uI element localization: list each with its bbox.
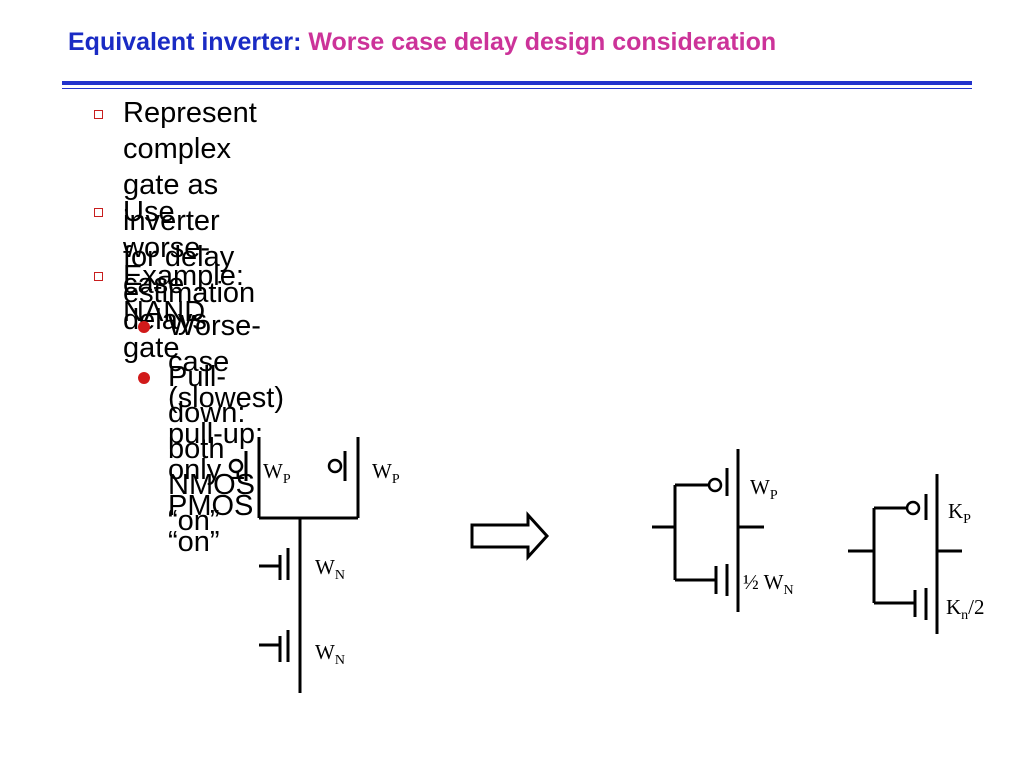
nmos-width-label: WN bbox=[315, 640, 345, 668]
sub-bullet-text: Worse-case (slowest) pull-up: only 1 PMO… bbox=[168, 310, 285, 558]
round-bullet-icon bbox=[138, 321, 150, 333]
title-rule-thick bbox=[62, 81, 972, 85]
title-main: Equivalent inverter: bbox=[68, 28, 302, 56]
nmos-transistor-top bbox=[259, 545, 302, 628]
square-bullet-icon bbox=[94, 272, 103, 281]
square-bullet-icon bbox=[94, 208, 103, 217]
nmos-width-label: ½ WN bbox=[743, 570, 794, 598]
sub-bullet-text: Pull-down: both NMOS “on” bbox=[168, 361, 255, 537]
pmos-k-label: KP bbox=[948, 499, 971, 527]
bullet-text: Example: NAND gate bbox=[123, 260, 244, 364]
nmos-width-label: WN bbox=[315, 555, 345, 583]
pmos-width-label: WP bbox=[372, 459, 400, 487]
equivalent-inverter-2: KP Kn/2 bbox=[848, 474, 985, 634]
equivalent-inverter-1: WP ½ WN bbox=[652, 449, 794, 612]
bullet-item: Use worse-case delays bbox=[123, 194, 210, 338]
pmos-bubble-icon bbox=[228, 458, 244, 474]
pmos-transistor-left bbox=[228, 437, 261, 518]
bullet-text: Use worse-case delays bbox=[123, 196, 211, 336]
sub-bullet-item: Worse-case (slowest) pull-up: only 1 PMO… bbox=[168, 308, 284, 560]
nmos-k-label: Kn/2 bbox=[946, 595, 985, 623]
pmos-bubble-icon bbox=[707, 477, 723, 493]
nmos-transistor-bottom bbox=[259, 628, 302, 693]
pmos-transistor-right bbox=[327, 437, 360, 518]
bullet-text-continued: estimation bbox=[123, 277, 256, 309]
nand-gate-schematic: WP WP WN WN bbox=[228, 437, 400, 693]
sub-bullet-item: Pull-down: both NMOS “on” bbox=[168, 359, 255, 539]
pmos-bubble-icon bbox=[327, 458, 343, 474]
bullet-item: Represent complex gate as inverter for d… bbox=[123, 95, 257, 311]
round-bullet-icon bbox=[138, 372, 150, 384]
equivalence-arrow-icon bbox=[470, 511, 550, 561]
pmos-bubble-icon bbox=[905, 500, 921, 516]
square-bullet-icon bbox=[94, 110, 103, 119]
title-subtitle: Worse case delay design consideration bbox=[308, 28, 777, 56]
pmos-width-label: WP bbox=[263, 459, 291, 487]
title-rule-thin bbox=[62, 88, 972, 89]
slide-title: Equivalent inverter: Worse case delay de… bbox=[68, 28, 776, 57]
pmos-width-label: WP bbox=[750, 475, 778, 503]
bullet-item: Example: NAND gate bbox=[123, 258, 244, 366]
bullet-text: Represent complex gate as inverter for d… bbox=[123, 97, 257, 273]
